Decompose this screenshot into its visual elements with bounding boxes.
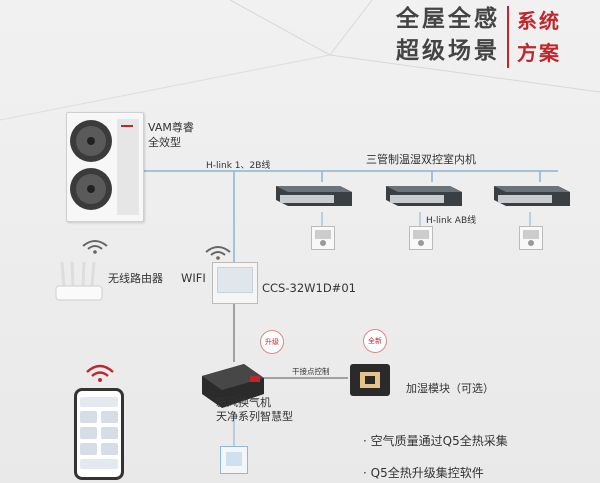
ventilator-label-2: 天净系列智慧型 (216, 410, 293, 423)
outdoor-unit-label-1: VAM尊睿 (148, 121, 194, 134)
air-quality-sensor (220, 446, 248, 474)
dry-contact-label: 干接点控制 (292, 367, 330, 376)
h-link-12-label: H-link 1、2B线 (206, 161, 271, 171)
indoor-units-label: 三管制温湿双控室内机 (366, 153, 476, 166)
phone-screen (80, 397, 118, 469)
wifi-icon (203, 244, 233, 264)
controller-model: CCS-32W1D#01 (262, 281, 356, 295)
title-line-2: 超级场景 (396, 38, 500, 64)
wall-controller-2 (409, 226, 433, 250)
wifi-icon (84, 362, 116, 388)
new-badge: 全新 (363, 329, 387, 353)
fan-icon (70, 119, 139, 215)
indoor-unit-3 (488, 182, 574, 212)
humidifier-label: 加湿模块（可选） (406, 382, 494, 395)
indoor-unit-2 (380, 182, 466, 212)
title-red-line-2: 方案 (517, 41, 561, 65)
upgrade-badge: 升级 (260, 330, 284, 354)
title-divider (507, 6, 509, 68)
wifi-label: WIFI (181, 271, 206, 285)
smartphone (74, 388, 124, 480)
bullet-2: · Q5全热升级集控软件 (363, 466, 484, 480)
wall-controller-3 (519, 226, 543, 250)
central-controller (212, 262, 258, 304)
ventilator-label-1: 新风换气机 (216, 396, 271, 409)
router-icon (54, 260, 104, 308)
humidifier-module (346, 360, 394, 400)
wifi-icon (80, 238, 110, 258)
h-link-ab-label: H-link AB线 (426, 216, 477, 226)
outdoor-unit-label-2: 全效型 (148, 136, 181, 149)
bullet-1: · 空气质量通过Q5全热采集 (363, 434, 508, 448)
ventilator-unit (198, 360, 268, 412)
wall-controller-1 (311, 226, 335, 250)
outdoor-unit (66, 112, 144, 222)
indoor-unit-1 (270, 182, 356, 212)
router-label: 无线路由器 (108, 272, 163, 285)
title-red-line-1: 系统 (517, 9, 561, 33)
title-line-1: 全屋全感 (396, 6, 500, 32)
